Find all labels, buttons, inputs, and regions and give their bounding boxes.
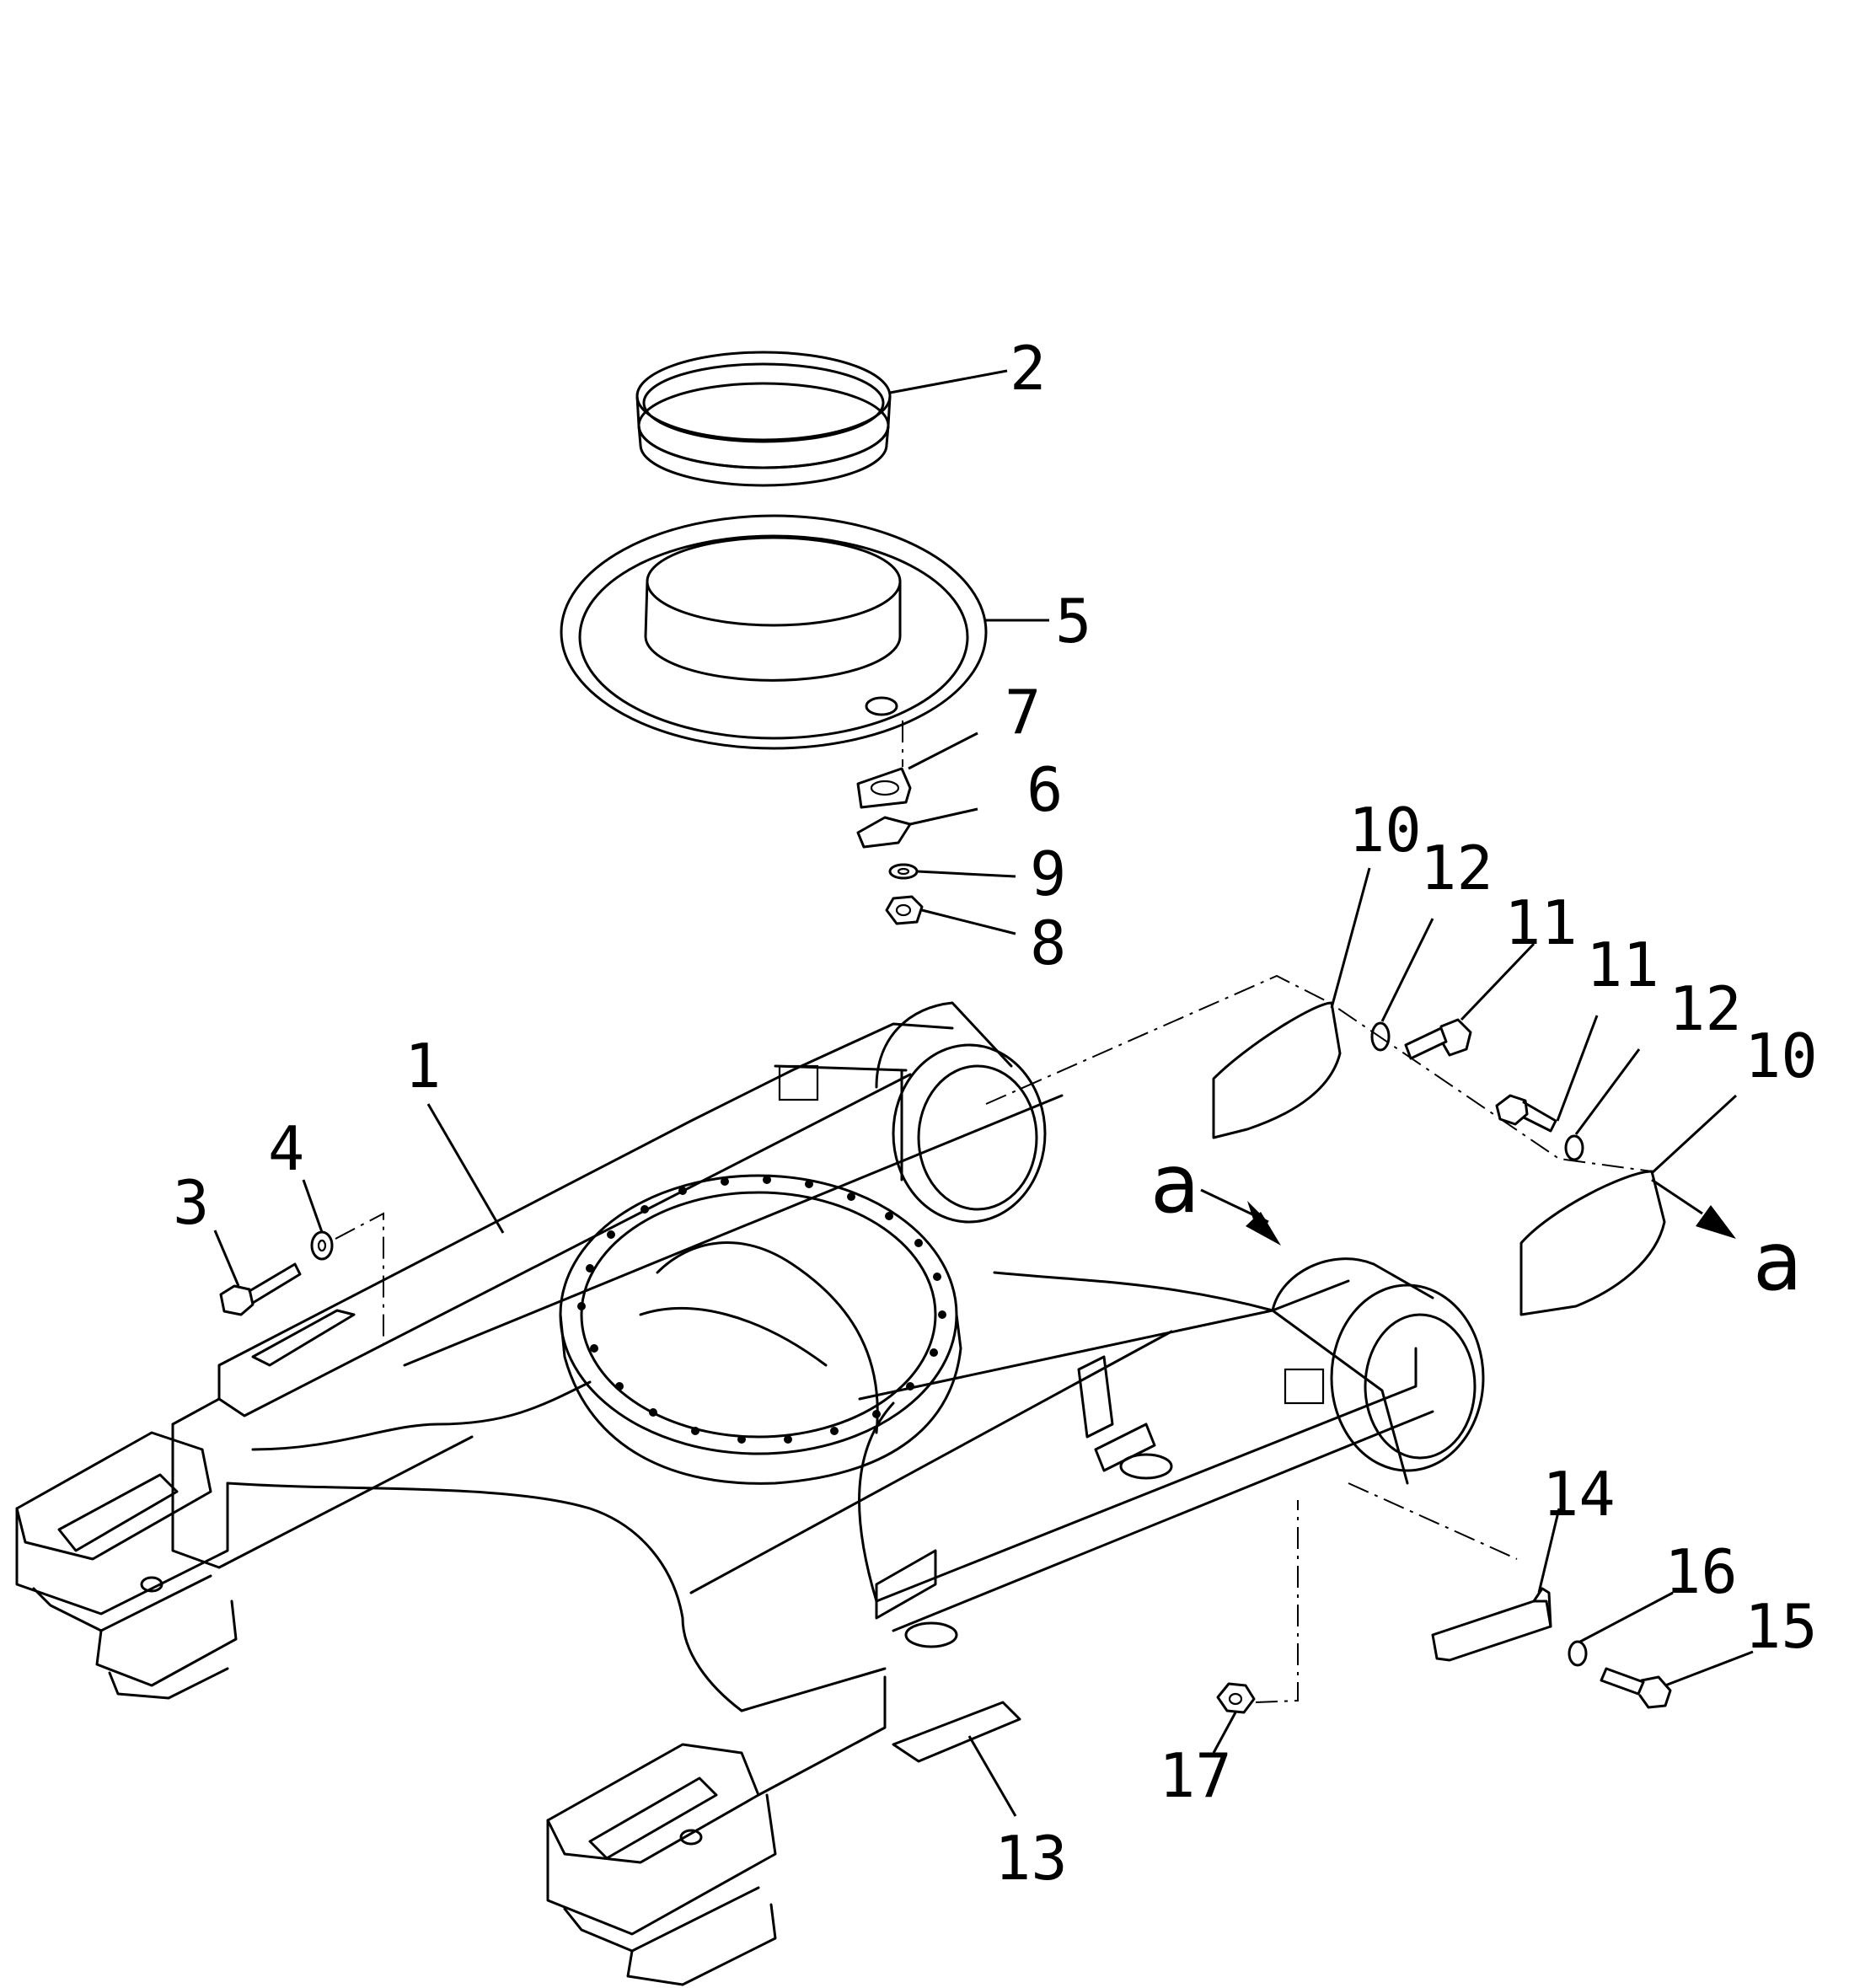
callout-15: 15 bbox=[1744, 1591, 1818, 1662]
view-arrow-a-left bbox=[1200, 1188, 1281, 1246]
part-11-bolt-lower[interactable] bbox=[1495, 1094, 1557, 1133]
part-3-bolt[interactable] bbox=[219, 1262, 302, 1316]
part-12-washer-upper[interactable] bbox=[1370, 1021, 1391, 1052]
callout-5: 5 bbox=[1055, 586, 1091, 656]
callout-4: 4 bbox=[268, 1113, 304, 1184]
part-9-washer[interactable] bbox=[888, 863, 919, 880]
callout-17: 17 bbox=[1159, 1740, 1232, 1811]
callout-2: 2 bbox=[1010, 333, 1046, 404]
callout-12-upper: 12 bbox=[1420, 833, 1493, 903]
callout-8: 8 bbox=[1030, 908, 1066, 978]
view-mark-a-left: a bbox=[1150, 1137, 1200, 1231]
callout-3: 3 bbox=[173, 1167, 209, 1238]
callout-10-upper: 10 bbox=[1348, 795, 1422, 865]
callout-14: 14 bbox=[1542, 1459, 1616, 1530]
part-10-cover-plate-upper[interactable] bbox=[1212, 1001, 1342, 1139]
callout-11-upper: 11 bbox=[1504, 887, 1578, 958]
part-1-track-frame[interactable] bbox=[15, 1001, 1485, 1986]
leader-lines bbox=[213, 369, 1754, 1817]
callout-6: 6 bbox=[1026, 754, 1063, 825]
part-16-washer[interactable] bbox=[1568, 1640, 1588, 1667]
circle-bolt-holes bbox=[577, 1176, 946, 1444]
view-arrow-a-right bbox=[1651, 1178, 1736, 1239]
part-17-nut[interactable] bbox=[1216, 1682, 1256, 1714]
part-2-ring[interactable] bbox=[635, 351, 892, 487]
callout-12-lower: 12 bbox=[1669, 973, 1742, 1044]
part-8-nut[interactable] bbox=[885, 895, 924, 925]
part-13-guard[interactable] bbox=[892, 1701, 1021, 1763]
part-4-washer[interactable] bbox=[310, 1230, 334, 1261]
part-11-bolt-upper[interactable] bbox=[1404, 1018, 1472, 1060]
callout-1: 1 bbox=[405, 1031, 441, 1101]
callout-16: 16 bbox=[1664, 1536, 1738, 1607]
view-mark-a-right: a bbox=[1753, 1214, 1803, 1309]
part-6-cover[interactable] bbox=[856, 816, 912, 849]
part-7-gasket[interactable] bbox=[856, 767, 912, 809]
callout-11-lower: 11 bbox=[1586, 930, 1659, 1000]
callout-9: 9 bbox=[1030, 839, 1066, 909]
callout-labels: 1 2 3 4 5 6 7 8 9 10 12 11 11 12 10 13 1… bbox=[173, 333, 1818, 1894]
callout-7: 7 bbox=[1005, 677, 1041, 748]
part-14-bracket[interactable] bbox=[1431, 1587, 1552, 1662]
part-5-seal-plate[interactable] bbox=[560, 514, 988, 750]
callout-10-lower: 10 bbox=[1744, 1021, 1818, 1091]
part-12-washer-lower[interactable] bbox=[1564, 1134, 1584, 1161]
callout-13: 13 bbox=[994, 1823, 1068, 1894]
part-10-cover-plate-lower[interactable] bbox=[1519, 1170, 1666, 1316]
part-15-bolt[interactable] bbox=[1600, 1667, 1672, 1709]
